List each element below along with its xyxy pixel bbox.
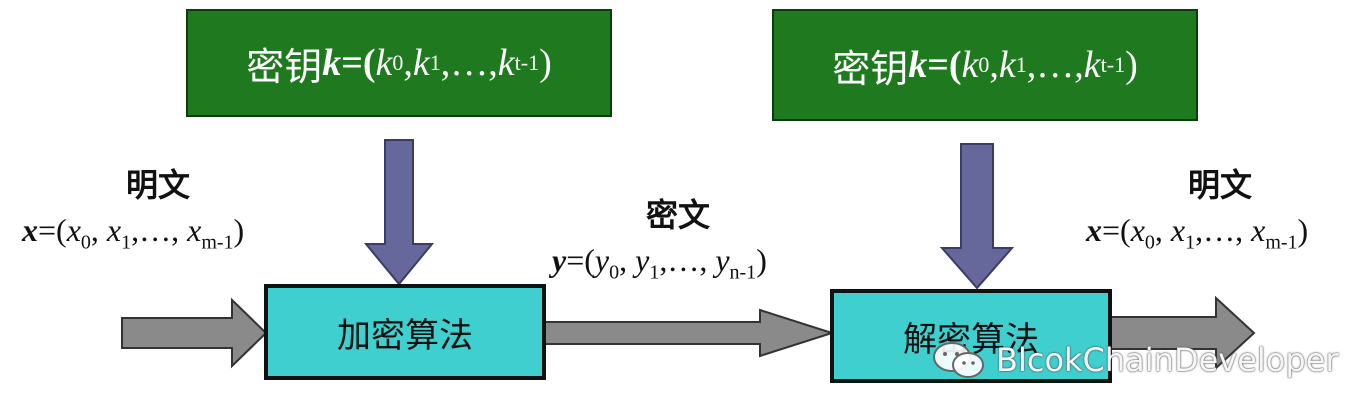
key-sub1: 1 (429, 50, 441, 75)
x-xm: x (187, 212, 202, 248)
key-label: 密钥 (246, 46, 323, 89)
y-subn: n-1 (729, 261, 757, 284)
y-var: y (552, 242, 567, 278)
y-ellipsis: ,…, (659, 242, 716, 278)
x-x1: x (106, 212, 122, 248)
key-sub1: 1 (1015, 52, 1027, 77)
key-kt: k (497, 42, 515, 84)
key-var: k (322, 42, 342, 84)
x-sep: , (1154, 212, 1171, 248)
key-open: =( (927, 44, 962, 86)
y-open: =( (566, 242, 595, 278)
key-sub0: 0 (978, 52, 990, 77)
y-y1: y (635, 242, 650, 278)
y-yn: y (715, 242, 730, 278)
key-sep: , (989, 44, 999, 86)
key-ellipsis: ,…, (440, 42, 498, 84)
ciphertext-label: 密文 (646, 196, 711, 234)
x-x1: x (1170, 212, 1186, 248)
encrypt-label: 加密算法 (337, 315, 473, 356)
x-var: x (22, 212, 38, 248)
key-subt: t-1 (1100, 52, 1126, 77)
x-var: x (1086, 212, 1102, 248)
x-ellipsis: ,…, (1195, 212, 1252, 248)
x-open: =( (38, 212, 67, 248)
x-subm: m-1 (201, 231, 234, 254)
key-k1: k (998, 44, 1016, 86)
key-subt: t-1 (514, 50, 540, 75)
x-close: ) (1297, 212, 1309, 248)
y-y0: y (594, 242, 610, 278)
x-sub0: 0 (1144, 231, 1155, 254)
key-to-encrypt-arrow (363, 139, 435, 286)
key-label: 密钥 (832, 48, 909, 91)
key-sub0: 0 (392, 50, 404, 75)
x-sub1: 1 (121, 231, 132, 254)
x-x0: x (66, 212, 81, 248)
plaintext-output-arrow (1107, 295, 1256, 371)
key-close: ) (1125, 44, 1138, 86)
key-k0: k (375, 42, 393, 84)
plaintext-formula-right: x=(x0, x1,…, xm-1) (1086, 212, 1308, 254)
y-close: ) (756, 242, 767, 278)
x-sep: , (90, 212, 107, 248)
key-sep: , (403, 42, 413, 84)
x-subm: m-1 (1265, 231, 1298, 254)
plaintext-formula-left: x=(x0, x1,…, xm-1) (22, 212, 244, 254)
x-xm: x (1251, 212, 1266, 248)
key-close: ) (539, 42, 552, 84)
y-sub0: 0 (609, 261, 620, 284)
plaintext-label-left: 明文 (126, 166, 191, 204)
x-open: =( (1102, 212, 1131, 248)
y-sep: , (619, 242, 636, 278)
watermark: BlcokChainDeveloper (930, 340, 1339, 380)
x-close: ) (233, 212, 245, 248)
key-k0: k (961, 44, 979, 86)
ciphertext-formula: y=(y0, y1,…, yn-1) (552, 242, 767, 284)
ciphertext-arrow (543, 308, 836, 358)
key-k1: k (412, 42, 430, 84)
wechat-icon (933, 342, 984, 378)
plaintext-label-right: 明文 (1188, 166, 1253, 204)
key-kt: k (1083, 44, 1101, 86)
key-open: =( (341, 42, 376, 84)
key-var: k (908, 44, 928, 86)
x-sub0: 0 (80, 231, 91, 254)
plaintext-input-arrow (121, 297, 268, 369)
encrypt-algorithm-box: 加密算法 (264, 284, 546, 380)
watermark-text: BlcokChainDeveloper (996, 341, 1339, 379)
x-sub1: 1 (1185, 231, 1196, 254)
x-ellipsis: ,…, (131, 212, 188, 248)
key-ellipsis: ,…, (1026, 44, 1084, 86)
x-x0: x (1130, 212, 1145, 248)
key-to-decrypt-arrow (939, 143, 1015, 290)
y-sub1: 1 (649, 261, 660, 284)
